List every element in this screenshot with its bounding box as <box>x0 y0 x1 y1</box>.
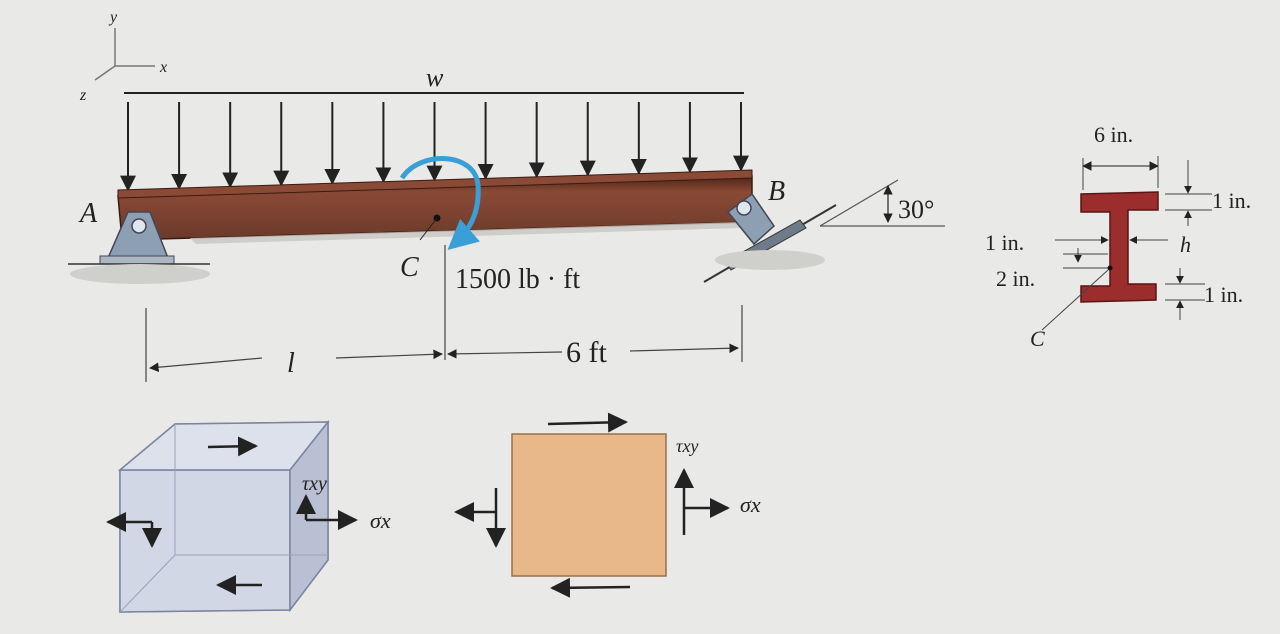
dimension-lines: l 6 ft <box>145 305 743 382</box>
load-arrows <box>120 102 749 192</box>
x-axis-label: x <box>159 59 167 76</box>
top-flange-label: 1 in. <box>1212 188 1251 213</box>
pin-support-a <box>68 211 210 284</box>
point-b-label: B <box>768 176 785 207</box>
square-sigma-label: σx <box>740 492 761 517</box>
moment-arrow <box>399 156 481 250</box>
web-label: 1 in. <box>985 230 1024 255</box>
stress-element-3d: τxy σx <box>106 419 391 613</box>
section-point-c-label: C <box>1030 326 1045 351</box>
coordinate-axes: y x z <box>79 9 167 104</box>
angle-label: 30° <box>898 195 934 224</box>
beam-cross-section: 6 in. 1 in. h 1 in. 1 in. 2 in. C <box>985 122 1251 351</box>
cube-tau-label: τxy <box>302 473 327 495</box>
bottom-flange-label: 1 in. <box>1204 282 1243 307</box>
moment-label: 1500 lb · ft <box>455 264 580 295</box>
stress-element-2d: τxy σx <box>454 412 761 598</box>
roller-support-b <box>703 192 837 283</box>
c-offset-label: 2 in. <box>996 266 1035 291</box>
depth-h-label: h <box>1180 232 1191 257</box>
z-axis-label: z <box>79 87 87 104</box>
length-6ft-label: 6 ft <box>566 336 607 369</box>
beam <box>117 169 753 244</box>
point-a-label: A <box>78 198 98 229</box>
square-tau-label: τxy <box>676 436 698 456</box>
load-label: w <box>426 63 444 92</box>
point-c: C <box>400 214 441 283</box>
point-c-label: C <box>400 252 419 283</box>
incline-angle: 30° <box>819 179 945 227</box>
y-axis-label: y <box>108 9 118 26</box>
distributed-load: w <box>120 63 749 192</box>
length-l-label: l <box>287 348 295 379</box>
section-width-label: 6 in. <box>1094 122 1133 147</box>
cube-sigma-label: σx <box>370 508 391 533</box>
